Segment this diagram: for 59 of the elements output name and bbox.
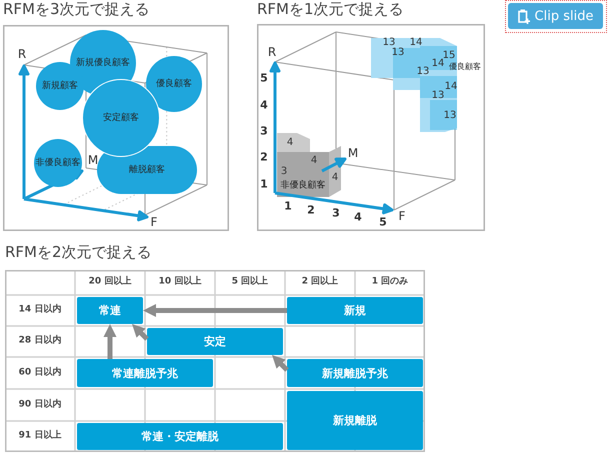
row-header: 91 日以上 bbox=[18, 432, 62, 440]
segment-bar: 常連離脱予兆 bbox=[77, 359, 213, 387]
panel-heading: RFMを1次元で捉える bbox=[257, 0, 404, 18]
segment-bar: 常連 bbox=[77, 297, 143, 324]
axis-label: F bbox=[150, 216, 158, 228]
row-header: 14 日以内 bbox=[18, 306, 62, 314]
cube-value: 13 bbox=[382, 38, 396, 48]
segment-circle: 非優良顧客 bbox=[34, 139, 82, 187]
axis-tick: 4 bbox=[260, 100, 268, 110]
axis-label: M bbox=[88, 154, 98, 166]
row-header: 28 日以内 bbox=[18, 336, 62, 346]
arrow bbox=[143, 304, 287, 317]
segment-bar: 安定 bbox=[147, 328, 283, 355]
cube-value: 14 bbox=[410, 38, 422, 48]
clip-button: Clip slide bbox=[508, 3, 603, 29]
axis-tick: 5 bbox=[379, 216, 387, 228]
row-header: 90 日以内 bbox=[18, 400, 62, 410]
arrow bbox=[104, 324, 116, 359]
axis-label: M bbox=[348, 147, 358, 159]
segment-circle: 優良顧客 bbox=[146, 56, 202, 112]
panel-heading: RFMを3次元で捉える bbox=[3, 0, 150, 18]
cluster-label: 優良顧客 bbox=[449, 63, 481, 71]
segment-bar: 新規 bbox=[287, 297, 423, 324]
cube-value: 13 bbox=[432, 91, 444, 101]
cube-value: 13 bbox=[416, 67, 430, 77]
cube-value: 14 bbox=[444, 82, 458, 92]
cube-value: 4 bbox=[332, 173, 338, 183]
axis-tick: 5 bbox=[260, 72, 268, 84]
axis-tick: 2 bbox=[307, 204, 315, 216]
axis-tick: 2 bbox=[260, 152, 268, 162]
axis-tick: 4 bbox=[354, 212, 362, 222]
column-header: 20 回以上 bbox=[88, 278, 132, 286]
row-header: 60 日以内 bbox=[18, 368, 62, 378]
column-header: 10 回以上 bbox=[158, 278, 202, 286]
cube-value: 4 bbox=[286, 138, 294, 148]
cube-value: 15 bbox=[442, 51, 456, 61]
cube-value: 3 bbox=[280, 167, 288, 177]
segment-bar: 新規離脱予兆 bbox=[287, 359, 423, 387]
column-header: 1 回のみ bbox=[372, 278, 408, 286]
column-header: 2 回以上 bbox=[302, 278, 338, 286]
arrow bbox=[130, 322, 149, 341]
segment-bar: 常連・安定離脱 bbox=[77, 423, 283, 450]
column-header: 5 回以上 bbox=[232, 278, 268, 286]
segment-bar: 新規離脱 bbox=[287, 391, 423, 450]
cube-value: 13 bbox=[444, 111, 456, 121]
axis-label: R bbox=[18, 48, 26, 60]
cube-value: 13 bbox=[392, 48, 404, 58]
panel-heading: RFMを2次元で捉える bbox=[5, 243, 152, 261]
axis-tick: 1 bbox=[260, 178, 268, 190]
cluster-label: 非優良顧客 bbox=[280, 182, 326, 190]
axis-tick: 3 bbox=[260, 126, 268, 136]
cube-value: 14 bbox=[432, 59, 444, 69]
arrow bbox=[270, 353, 289, 372]
axis-label: F bbox=[398, 210, 406, 222]
segment-pill: 離脱顧客 bbox=[97, 146, 197, 194]
axis-label: R bbox=[268, 46, 276, 58]
cube-value: 4 bbox=[310, 156, 318, 166]
axis-tick: 1 bbox=[284, 200, 292, 212]
axis-tick: 3 bbox=[332, 208, 340, 218]
